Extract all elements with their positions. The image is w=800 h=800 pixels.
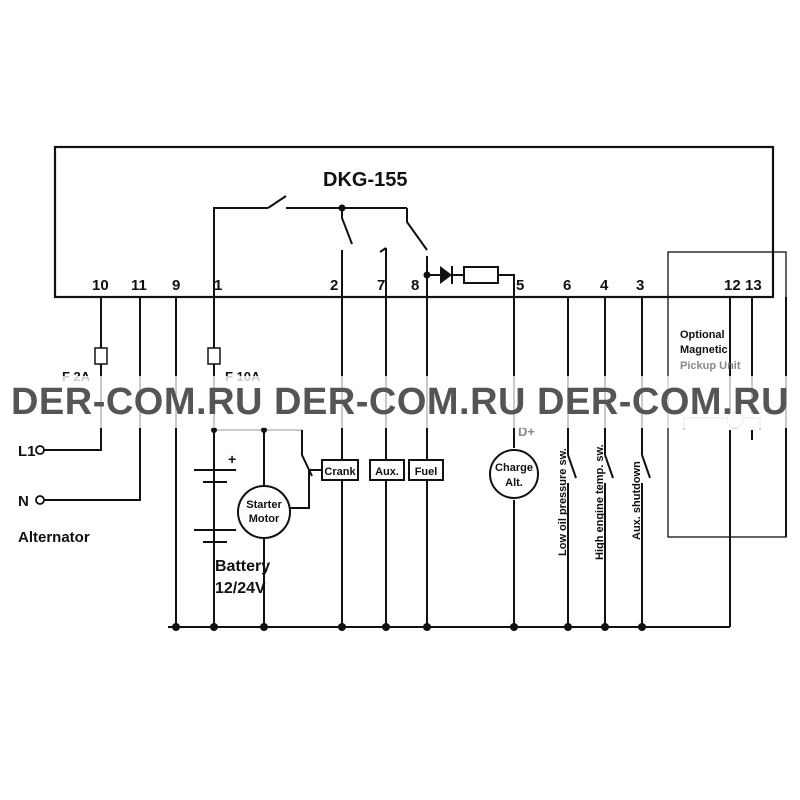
- relay-crank: Crank: [321, 459, 359, 481]
- terminal-2: 2: [330, 277, 338, 294]
- terminal-5: 5: [516, 277, 524, 294]
- switch-temp: High engine temp. sw.: [594, 444, 614, 560]
- terminal-6: 6: [563, 277, 571, 294]
- relay-fuel-label: Fuel: [415, 466, 438, 478]
- charge-line2-label: Alt.: [505, 477, 523, 489]
- terminal-7: 7: [377, 277, 385, 294]
- terminal-4: 4: [600, 277, 609, 294]
- controller-box: [53, 145, 775, 299]
- battery-voltage-label: 12/24V: [215, 580, 266, 597]
- battery-label: Battery: [215, 558, 270, 575]
- relay-aux-label: Aux.: [375, 466, 399, 478]
- pickup-line3-label: Pickup Unit: [680, 360, 741, 372]
- terminal-3: 3: [636, 277, 644, 294]
- terminal-8: 8: [411, 277, 419, 294]
- internal-circuit: [213, 195, 515, 297]
- terminal-1: 1: [214, 277, 222, 294]
- switch-oil: Low oil pressure sw.: [557, 448, 577, 556]
- switch-aux: Aux. shutdown: [631, 454, 651, 540]
- terminal-11: 11: [131, 277, 147, 294]
- alternator-l1-label: L1: [18, 443, 36, 460]
- starter-line1-label: Starter: [246, 499, 282, 511]
- battery: + Battery 12/24V: [194, 451, 270, 597]
- n-terminal-icon: [35, 495, 45, 505]
- starter-line2-label: Motor: [249, 513, 280, 525]
- alternator: L1 N Alternator: [18, 443, 90, 546]
- terminal-9: 9: [172, 277, 180, 294]
- ground-bus: [168, 623, 730, 631]
- terminal-labels: 10 11 9 1 2 7 8 5 6 4 3 12 13: [92, 277, 762, 294]
- l1-terminal-icon: [35, 445, 45, 455]
- charge-line1-label: Charge: [495, 462, 533, 474]
- battery-plus-label: +: [228, 451, 236, 467]
- alternator-n-label: N: [18, 493, 29, 510]
- relay-fuel: Fuel: [408, 459, 444, 481]
- switch-aux-label: Aux. shutdown: [631, 461, 643, 540]
- watermark-banner: DER-COM.RU DER-COM.RU DER-COM.RU: [0, 376, 800, 428]
- diode-icon: [440, 266, 452, 284]
- resistor-icon: [463, 266, 499, 284]
- alternator-label: Alternator: [18, 529, 90, 546]
- switch-temp-label: High engine temp. sw.: [594, 444, 606, 560]
- terminal-12: 12: [724, 277, 741, 294]
- pickup-line2-label: Magnetic: [680, 344, 728, 356]
- pickup-line1-label: Optional: [680, 329, 725, 341]
- controller-title: DKG-155: [323, 169, 407, 191]
- relay-crank-label: Crank: [324, 466, 356, 478]
- terminal-13: 13: [745, 277, 762, 294]
- switch-oil-label: Low oil pressure sw.: [557, 448, 569, 556]
- terminal-10: 10: [92, 277, 109, 294]
- relay-aux: Aux.: [369, 459, 405, 481]
- starter-motor: Starter Motor: [211, 427, 322, 627]
